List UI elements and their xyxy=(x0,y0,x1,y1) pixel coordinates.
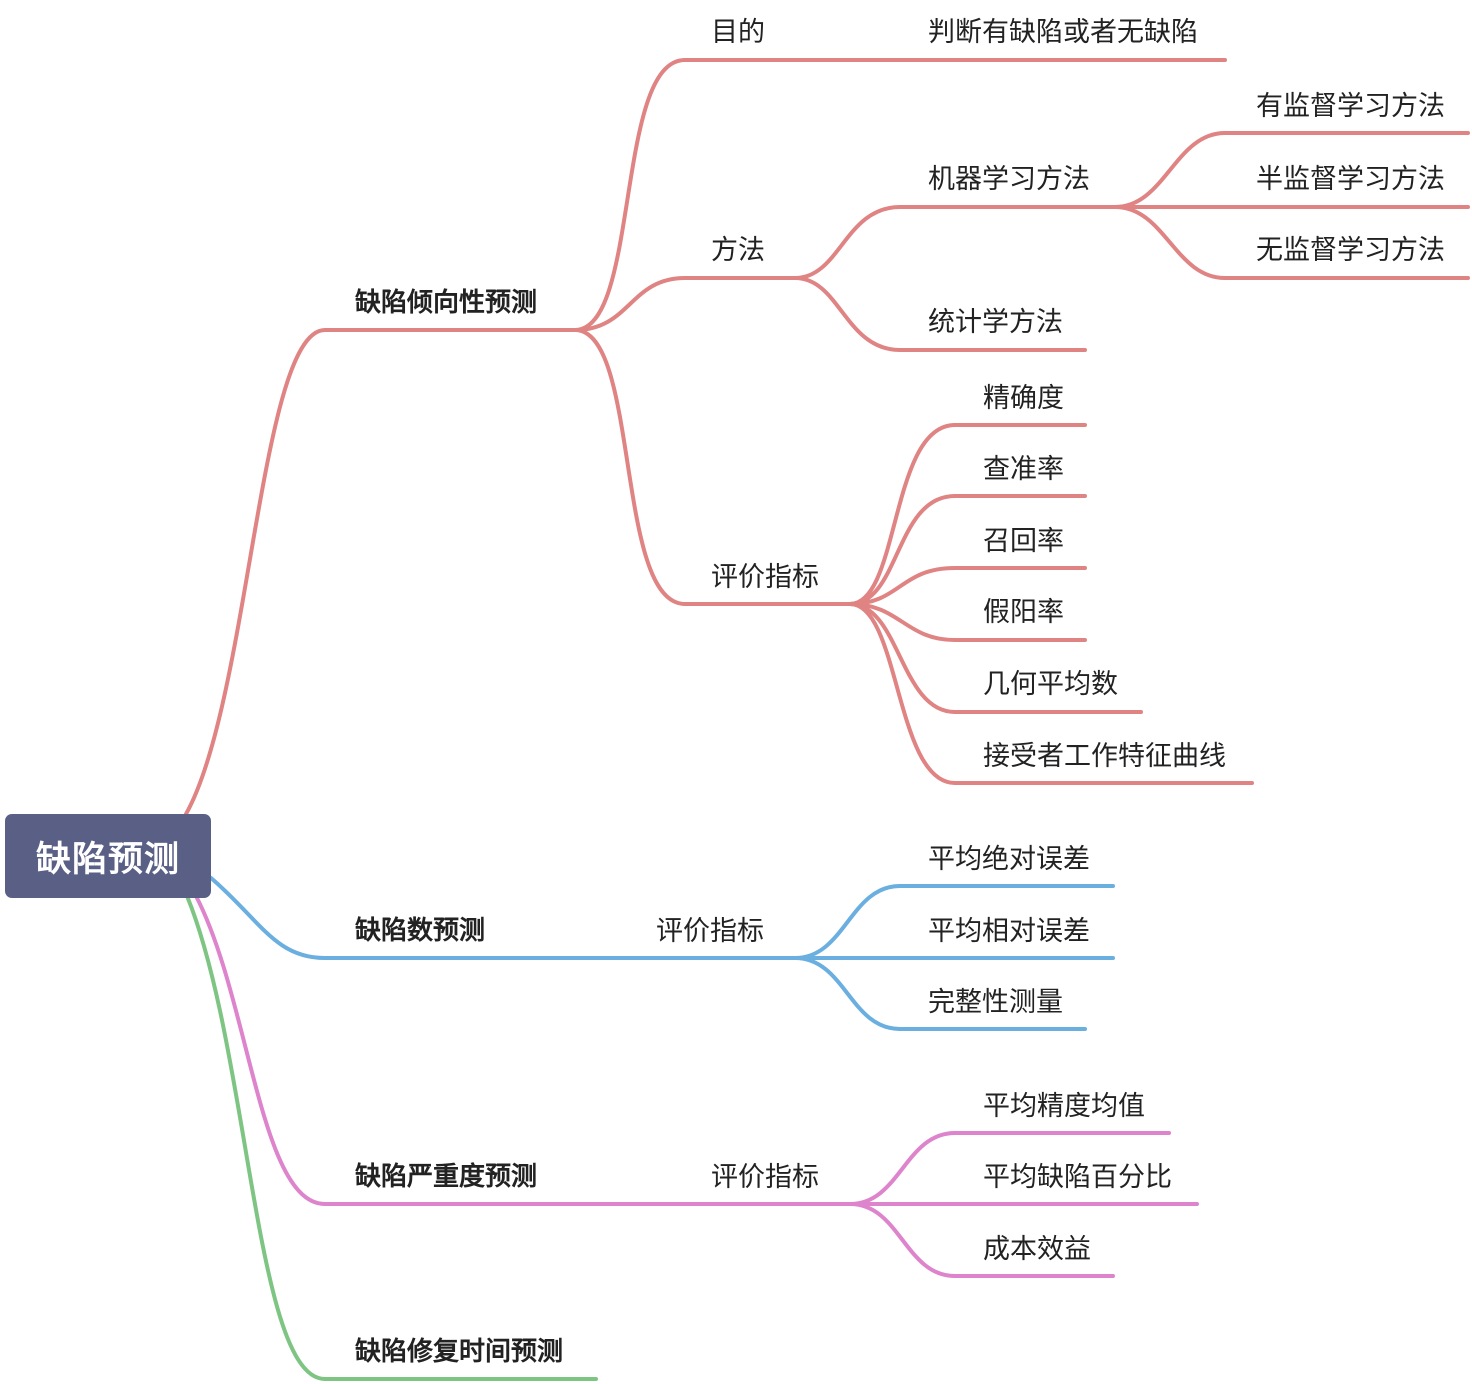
node-severity-prediction[interactable]: 缺陷严重度预测 xyxy=(355,1162,538,1192)
connector-propensity-method xyxy=(573,276,687,332)
connector-propensity-purpose xyxy=(573,58,687,332)
branch-repair-lines xyxy=(185,894,598,1381)
connector-metrics-accuracy xyxy=(848,494,957,606)
node-accuracy[interactable]: 查准率 xyxy=(983,454,1064,485)
connector-metrics-precision xyxy=(848,423,957,606)
connector-metrics-recall xyxy=(848,566,957,606)
connector-root-repair xyxy=(185,894,327,1381)
node-roc-curve[interactable]: 接受者工作特征曲线 xyxy=(983,741,1226,772)
connector-propensity-metrics xyxy=(573,328,687,606)
node-cost-effectiveness[interactable]: 成本效益 xyxy=(983,1234,1091,1265)
connector-method-ml xyxy=(793,205,902,280)
node-semi-supervised[interactable]: 半监督学习方法 xyxy=(1256,164,1445,195)
connector-severity-map xyxy=(848,1131,957,1206)
node-mre[interactable]: 平均相对误差 xyxy=(928,916,1090,947)
node-false-positive-rate[interactable]: 假阳率 xyxy=(983,597,1064,628)
node-purpose-detail[interactable]: 判断有缺陷或者无缺陷 xyxy=(928,17,1198,48)
node-purpose[interactable]: 目的 xyxy=(711,17,765,48)
node-average-defect-percentage[interactable]: 平均缺陷百分比 xyxy=(983,1162,1172,1193)
node-mean-average-precision[interactable]: 平均精度均值 xyxy=(983,1091,1145,1122)
node-repair-time-prediction[interactable]: 缺陷修复时间预测 xyxy=(355,1337,564,1367)
node-precision[interactable]: 精确度 xyxy=(983,383,1064,414)
node-unsupervised[interactable]: 无监督学习方法 xyxy=(1256,235,1445,266)
connector-method-stats xyxy=(793,276,902,352)
node-mae[interactable]: 平均绝对误差 xyxy=(928,844,1090,875)
root-node[interactable]: 缺陷预测 xyxy=(5,814,211,898)
branch-severity-lines xyxy=(194,894,1199,1278)
connector-count-mae xyxy=(793,884,902,960)
connector-ml-unsupervised xyxy=(1113,205,1227,280)
root-label: 缺陷预测 xyxy=(35,839,180,880)
node-metrics-count[interactable]: 评价指标 xyxy=(656,916,764,947)
connector-root-count xyxy=(209,876,327,960)
connector-root-propensity xyxy=(184,328,327,816)
branch-count-lines xyxy=(209,876,1115,1031)
connector-metrics-fpr xyxy=(848,602,957,642)
connector-severity-cost xyxy=(848,1202,957,1278)
node-count-prediction[interactable]: 缺陷数预测 xyxy=(355,916,486,946)
connector-metrics-gmean xyxy=(848,602,957,714)
node-completeness[interactable]: 完整性测量 xyxy=(928,987,1063,1018)
node-method[interactable]: 方法 xyxy=(711,235,765,266)
connector-count-completeness xyxy=(793,956,902,1031)
node-recall[interactable]: 召回率 xyxy=(983,526,1064,557)
node-metrics-propensity[interactable]: 评价指标 xyxy=(711,562,819,593)
connector-metrics-roc xyxy=(848,602,957,785)
node-machine-learning[interactable]: 机器学习方法 xyxy=(928,164,1090,195)
node-metrics-severity[interactable]: 评价指标 xyxy=(711,1162,819,1193)
node-supervised[interactable]: 有监督学习方法 xyxy=(1256,91,1445,122)
node-geometric-mean[interactable]: 几何平均数 xyxy=(983,669,1118,700)
branch-propensity-lines xyxy=(184,58,1470,816)
connector-root-severity xyxy=(194,894,327,1206)
connector-ml-supervised xyxy=(1113,131,1227,209)
node-statistics[interactable]: 统计学方法 xyxy=(928,307,1063,338)
node-propensity-prediction[interactable]: 缺陷倾向性预测 xyxy=(355,288,538,318)
